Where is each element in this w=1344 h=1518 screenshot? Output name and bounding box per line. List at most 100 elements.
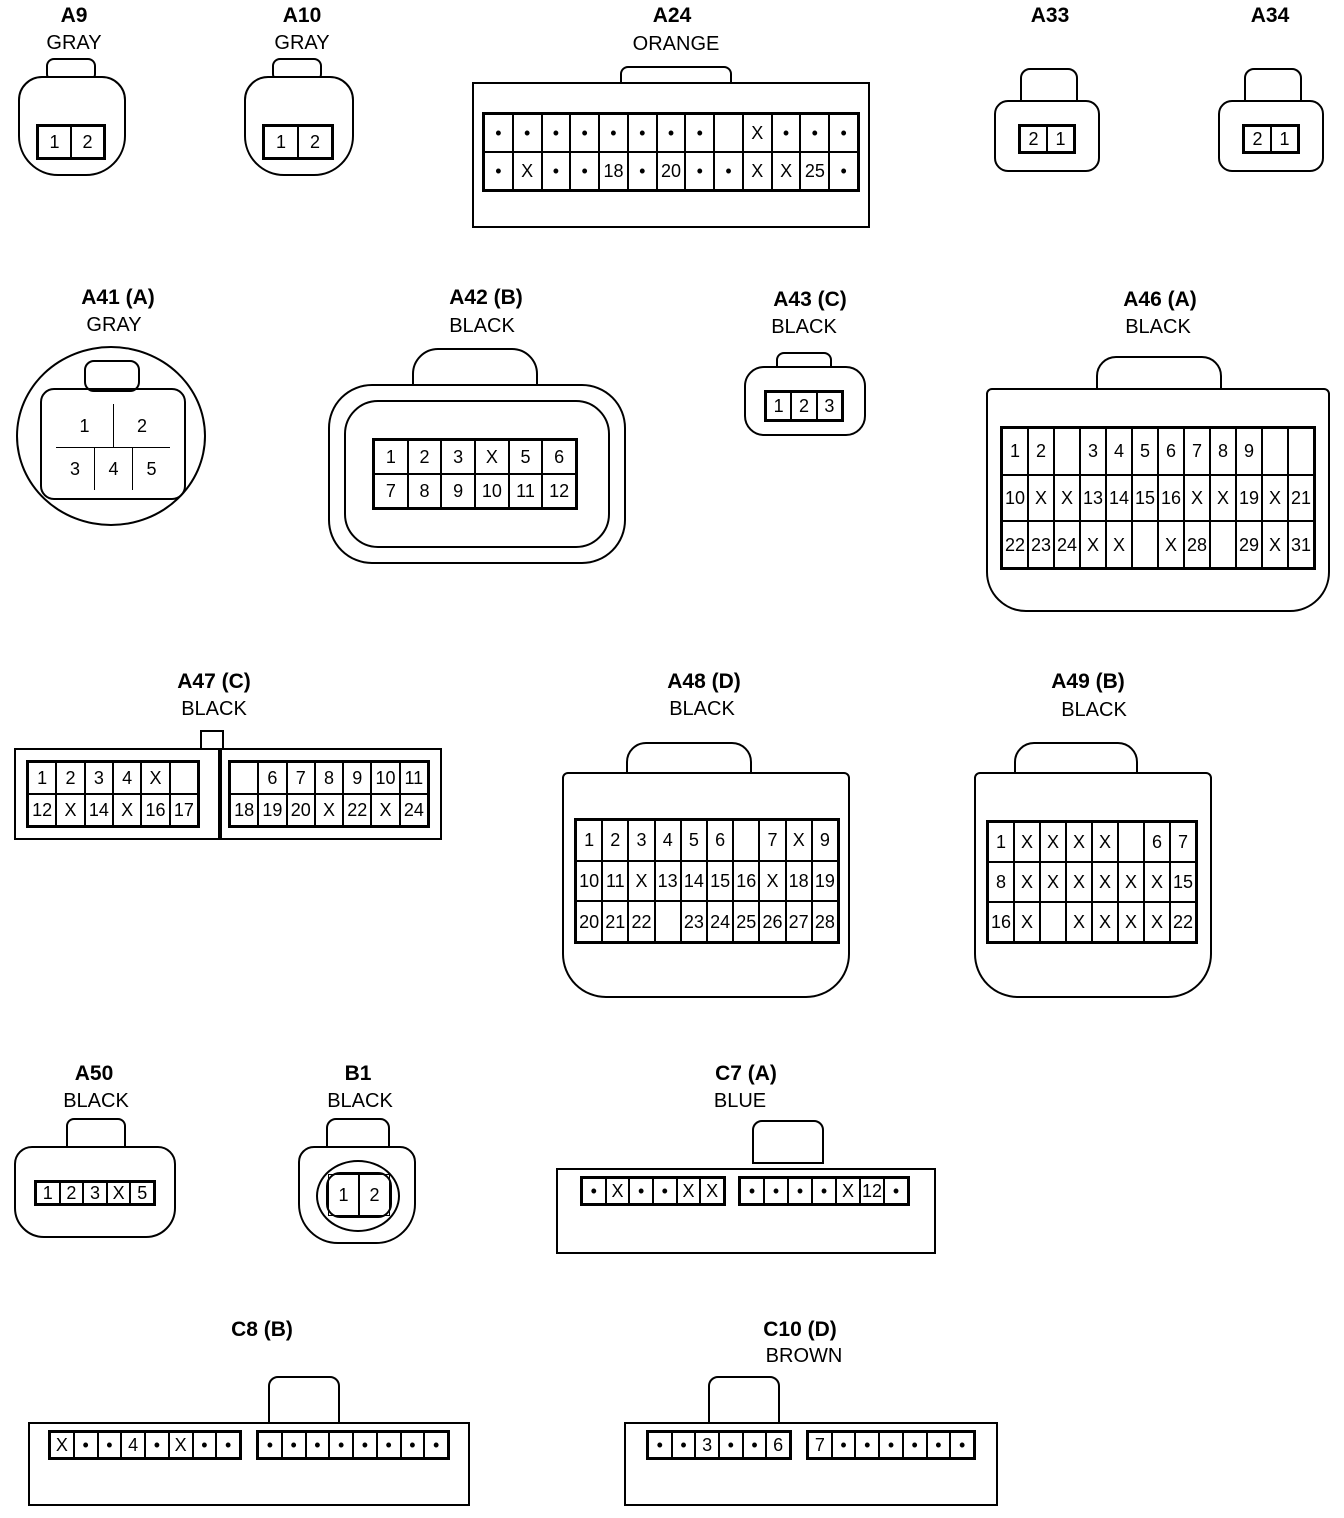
pin: 1 [28,762,57,794]
pin: 1 [988,822,1014,862]
pin [1288,428,1314,475]
pin: • [629,1178,653,1204]
connector-id: A24 [652,4,692,27]
pin-grid-left: X••4•X•• [48,1430,242,1460]
pin: 16 [733,860,760,902]
pin: • [258,1432,282,1458]
pin: 28 [1184,521,1210,568]
pin: X [1092,902,1118,942]
pin: 10 [475,474,509,508]
pin: X [113,794,142,826]
pin: 2 [59,1182,84,1204]
pin: 4 [113,762,142,794]
pin-grid-left: ••3••6 [646,1430,792,1460]
pin: • [879,1432,903,1458]
pin: 8 [1210,428,1236,475]
connector-id: A46 (A) [1123,288,1197,311]
pin: 13 [1080,474,1106,522]
connector-id: A49 (B) [1051,670,1125,693]
pin: X [676,1178,701,1204]
pin: 22 [343,794,372,826]
pin: 9 [343,762,372,794]
pin: X [1144,862,1170,902]
pin: X [106,1182,131,1204]
pin: 12 [28,794,57,826]
pin-grid: 1 2 [326,1172,392,1218]
connector-cavity [316,1160,400,1232]
pin: X [1028,474,1054,522]
connector-id: A50 [74,1062,114,1085]
connector-id: A48 (D) [667,670,741,693]
pin-grid: 2 1 [1242,124,1300,154]
pin: 15 [1132,474,1158,522]
pin [1262,428,1288,475]
pin: X [742,152,772,190]
pin [230,762,259,794]
pin: 19 [1236,474,1262,522]
pin: • [376,1432,401,1458]
pin: 24 [1054,521,1080,568]
pin: 9 [441,474,475,508]
pin: 8 [407,474,442,508]
pin: 22 [1002,521,1028,568]
pin: 4 [654,820,681,861]
pin: 15 [1170,862,1196,902]
pin: X [1262,521,1288,568]
pin: X [1158,521,1184,568]
pin: 3 [83,1182,107,1204]
pin: 1 [1047,126,1074,152]
pin: X [700,1178,724,1204]
pin: X [1014,902,1040,942]
connector-color: BLACK [181,698,247,720]
pin: 10 [1002,474,1028,522]
pin [1054,428,1080,475]
pin: • [281,1432,306,1458]
pin: 11 [399,762,428,794]
pin: 18 [785,860,812,902]
connector-id: C7 (A) [715,1062,777,1085]
pin: 1 [1002,428,1028,475]
pin: • [400,1432,425,1458]
pin: 18 [230,794,259,826]
pin: • [652,1178,677,1204]
pin: 7 [286,762,315,794]
pin: X [742,114,772,152]
pin: 24 [399,794,428,826]
pin: 16 [988,902,1014,942]
pin: • [855,1432,880,1458]
pin: • [484,114,513,152]
pin: 2 [1244,126,1271,152]
connector-id: A34 [1250,4,1290,27]
pin: 3 [1080,428,1106,475]
pin: 1 [766,392,792,420]
pin: • [484,152,513,190]
pin: X [1066,902,1092,942]
pin: • [771,114,801,152]
pin: 2 [602,820,629,861]
pin: 21 [1288,474,1314,522]
pin: 6 [542,440,576,474]
connector-id: A43 (C) [773,288,847,311]
pin: 16 [141,794,170,826]
pin: X [1144,902,1170,942]
pin: 10 [371,762,400,794]
pin: 1 [38,126,71,158]
pin: 4 [121,1432,145,1458]
pin: 14 [84,794,113,826]
pin: 31 [1288,521,1314,568]
pin: 2 [791,392,817,420]
pin: 5 [1132,428,1158,475]
pin: 2 [71,126,104,158]
pin: X [141,762,170,794]
pin: X [771,152,801,190]
pin: X [1184,474,1210,522]
connector-color: BLUE [713,1090,767,1112]
pin: 20 [286,794,315,826]
pin: X [1066,862,1092,902]
pin [714,114,743,152]
pin: • [541,114,571,152]
connector-cavity [344,400,610,548]
